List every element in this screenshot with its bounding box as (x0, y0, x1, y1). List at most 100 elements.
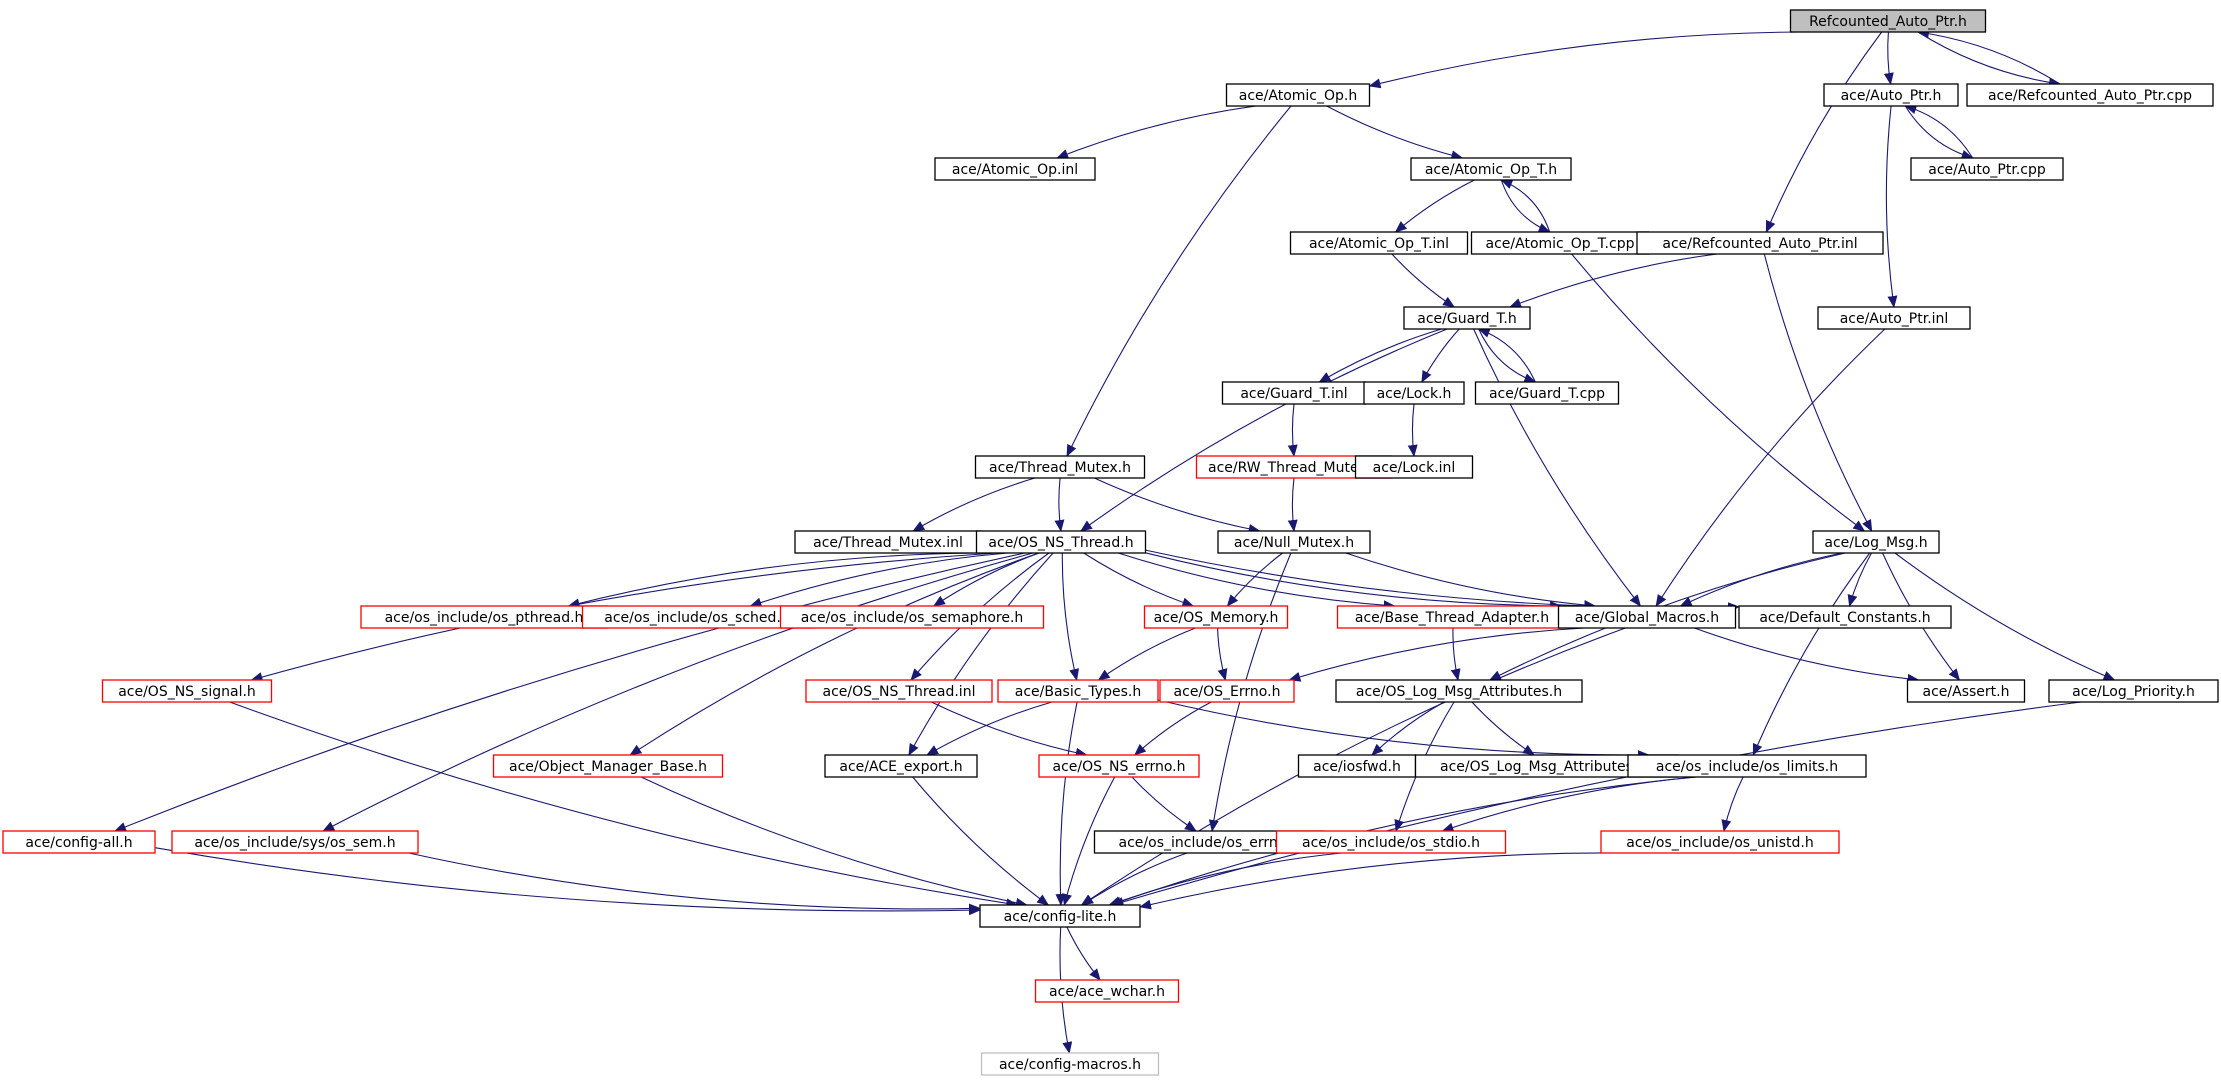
node-guard-t-cpp[interactable]: ace/Guard_T.cpp (1474, 381, 1620, 405)
node-os-pthread-h[interactable]: ace/os_include/os_pthread.h (360, 605, 608, 629)
node-os-stdio-h[interactable]: ace/os_include/os_stdio.h (1275, 830, 1507, 854)
node-log-priority-h[interactable]: ace/Log_Priority.h (2048, 679, 2219, 703)
edge-null_mutex_h-to-os_memory_h (1226, 552, 1283, 607)
node-auto-ptr-cpp[interactable]: ace/Auto_Ptr.cpp (1910, 157, 2064, 181)
node-label: ace/Thread_Mutex.h (989, 460, 1131, 476)
edge-basic_types_h-to-config_lite_h (1055, 701, 1078, 906)
node-os-log-msg-attributes-inl[interactable]: ace/OS_Log_Msg_Attributes.inl (1414, 754, 1680, 778)
node-label: ace/OS_NS_Thread.inl (823, 684, 976, 700)
node-os-semaphore-h[interactable]: ace/os_include/os_semaphore.h (779, 605, 1045, 629)
edge-refcounted_auto_ptr_h-to-refcounted_auto_ptr_inl (1765, 31, 1883, 233)
node-os-sem-h[interactable]: ace/os_include/sys/os_sem.h (171, 830, 419, 854)
node-global-macros-h[interactable]: ace/Global_Macros.h (1557, 605, 1737, 629)
node-box (492, 754, 724, 778)
node-thread-mutex-h[interactable]: ace/Thread_Mutex.h (974, 455, 1146, 479)
edge-refcounted_auto_ptr_h-to-auto_ptr_h (1883, 31, 1894, 85)
node-atomic-op-inl[interactable]: ace/Atomic_Op.inl (934, 157, 1096, 181)
edge-log_priority_h-to-config_lite_h (1111, 701, 2082, 907)
node-os-limits-h[interactable]: ace/os_include/os_limits.h (1627, 754, 1867, 778)
edge-guard_t_h-to-lock_h (1421, 328, 1460, 383)
node-refcounted-auto-ptr-h[interactable]: Refcounted_Auto_Ptr.h (1789, 9, 1987, 33)
node-log-msg-h[interactable]: ace/Log_Msg.h (1812, 530, 1940, 554)
node-box (1363, 381, 1465, 405)
node-basic-types-h[interactable]: ace/Basic_Types.h (997, 679, 1159, 703)
node-os-sched-h[interactable]: ace/os_include/os_sched.h (581, 605, 813, 629)
node-atomic-op-h[interactable]: ace/Atomic_Op.h (1225, 83, 1371, 107)
edge-atomic_op_t_cpp-to-atomic_op_t_h (1500, 179, 1551, 233)
edge-log_msg_h-to-os_limits_h (1752, 552, 1871, 756)
node-label: ace/OS_Log_Msg_Attributes.inl (1440, 759, 1654, 775)
node-thread-mutex-inl[interactable]: ace/Thread_Mutex.inl (794, 530, 982, 554)
node-config-all-h[interactable]: ace/config-all.h (2, 830, 156, 854)
node-box (1738, 605, 1952, 629)
node-label: ace/OS_Memory.h (1154, 610, 1279, 626)
node-box (934, 157, 1096, 181)
edge-os_ns_thread_h-to-default_constants_h (1145, 549, 1740, 613)
edge-auto_ptr_cpp-to-auto_ptr_h (1904, 104, 1974, 159)
node-box (2, 830, 156, 854)
edge-guard_t_h-to-global_macros_h (1473, 328, 1642, 607)
node-atomic-op-t-inl[interactable]: ace/Atomic_Op_T.inl (1289, 231, 1469, 255)
node-os-errno-h-lower[interactable]: ace/os_include/os_errno.h (1093, 830, 1325, 854)
node-label: ace/OS_NS_Thread.h (988, 535, 1133, 551)
node-config-macros-h[interactable]: ace/config-macros.h (980, 1052, 1160, 1076)
node-box (974, 455, 1146, 479)
edge-basic_types_h-to-os_limits_h (1157, 699, 1650, 761)
node-os-ns-thread-inl[interactable]: ace/OS_NS_Thread.inl (805, 679, 993, 703)
node-ace-wchar-h[interactable]: ace/ace_wchar.h (1034, 979, 1180, 1003)
node-auto-ptr-inl[interactable]: ace/Auto_Ptr.inl (1817, 306, 1971, 330)
edge-os_limits_h-to-config_lite_h (1109, 776, 1697, 907)
edge-refcounted_auto_ptr_h-to-refcounted_auto_ptr_cpp (1917, 31, 2061, 88)
node-box (1159, 679, 1295, 703)
node-refcounted-auto-ptr-inl[interactable]: ace/Refcounted_Auto_Ptr.inl (1636, 231, 1884, 255)
node-null-mutex-h[interactable]: ace/Null_Mutex.h (1217, 530, 1371, 554)
edge-global_macros_h-to-config_lite_h (1080, 627, 1626, 906)
edge-os_ns_errno_h-to-os_errno_h_lower (1131, 776, 1197, 832)
node-default-constants-h[interactable]: ace/Default_Constants.h (1738, 605, 1952, 629)
node-base-thread-adapter-h[interactable]: ace/Base_Thread_Adapter.h (1336, 605, 1568, 629)
node-auto-ptr-h[interactable]: ace/Auto_Ptr.h (1823, 83, 1959, 107)
node-label: ace/os_include/os_sched.h (604, 610, 789, 626)
node-os-errno-h-upper[interactable]: ace/OS_Errno.h (1159, 679, 1295, 703)
node-iosfwd-h[interactable]: ace/iosfwd.h (1297, 754, 1417, 778)
node-os-ns-errno-h[interactable]: ace/OS_NS_errno.h (1038, 754, 1200, 778)
node-lock-inl[interactable]: ace/Lock.inl (1354, 455, 1474, 479)
node-label: ace/os_include/os_errno.h (1119, 835, 1300, 851)
node-object-manager-base-h[interactable]: ace/Object_Manager_Base.h (492, 754, 724, 778)
node-os-memory-h[interactable]: ace/OS_Memory.h (1143, 605, 1289, 629)
node-box (1823, 83, 1959, 107)
node-label: ace/iosfwd.h (1313, 759, 1401, 775)
edge-os_limits_h-to-os_unistd_h (1721, 776, 1744, 832)
node-label: ace/Atomic_Op_T.h (1425, 162, 1557, 178)
node-box (1034, 979, 1180, 1003)
node-box (1217, 530, 1371, 554)
node-refcounted-auto-ptr-cpp[interactable]: ace/Refcounted_Auto_Ptr.cpp (1966, 83, 2214, 107)
node-label: ace/config-lite.h (1004, 909, 1117, 925)
node-os-unistd-h[interactable]: ace/os_include/os_unistd.h (1600, 830, 1840, 854)
node-guard-t-h[interactable]: ace/Guard_T.h (1403, 306, 1531, 330)
edge-os_memory_h-to-basic_types_h (1097, 627, 1196, 681)
node-label: ace/OS_Errno.h (1174, 684, 1281, 700)
node-atomic-op-t-h[interactable]: ace/Atomic_Op_T.h (1410, 157, 1572, 181)
node-ace-export-h[interactable]: ace/ACE_export.h (824, 754, 978, 778)
edge-os_ns_thread_h-to-config_all_h (114, 552, 1026, 832)
node-guard-t-inl[interactable]: ace/Guard_T.inl (1221, 381, 1367, 405)
node-label: ace/Lock.inl (1373, 460, 1456, 476)
edge-null_mutex_h-to-global_macros_h (1345, 552, 1597, 610)
node-rw-thread-mutex-h[interactable]: ace/RW_Thread_Mutex.h (1195, 455, 1393, 479)
node-atomic-op-t-cpp[interactable]: ace/Atomic_Op_T.cpp (1470, 231, 1650, 255)
edge-global_macros_h-to-os_errno_h_upper (1288, 627, 1585, 682)
node-lock-h[interactable]: ace/Lock.h (1363, 381, 1465, 405)
edge-thread_mutex_h-to-os_ns_thread_h (1054, 477, 1065, 532)
node-assert-h[interactable]: ace/Assert.h (1906, 679, 2026, 703)
edge-os_ns_thread_h-to-base_thread_adapter_h (1118, 552, 1396, 611)
node-os-log-msg-attributes-h[interactable]: ace/OS_Log_Msg_Attributes.h (1335, 679, 1583, 703)
node-label: ace/Default_Constants.h (1759, 610, 1930, 626)
node-os-ns-thread-h[interactable]: ace/OS_NS_Thread.h (975, 530, 1147, 554)
node-os-ns-signal-h[interactable]: ace/OS_NS_signal.h (101, 679, 273, 703)
node-box (975, 530, 1147, 554)
node-box (1817, 306, 1971, 330)
edge-os_log_msg_attributes_h-to-os_log_msg_attributes_inl (1471, 701, 1535, 756)
node-label: ace/Guard_T.cpp (1489, 386, 1605, 402)
node-config-lite-h[interactable]: ace/config-lite.h (979, 904, 1141, 928)
